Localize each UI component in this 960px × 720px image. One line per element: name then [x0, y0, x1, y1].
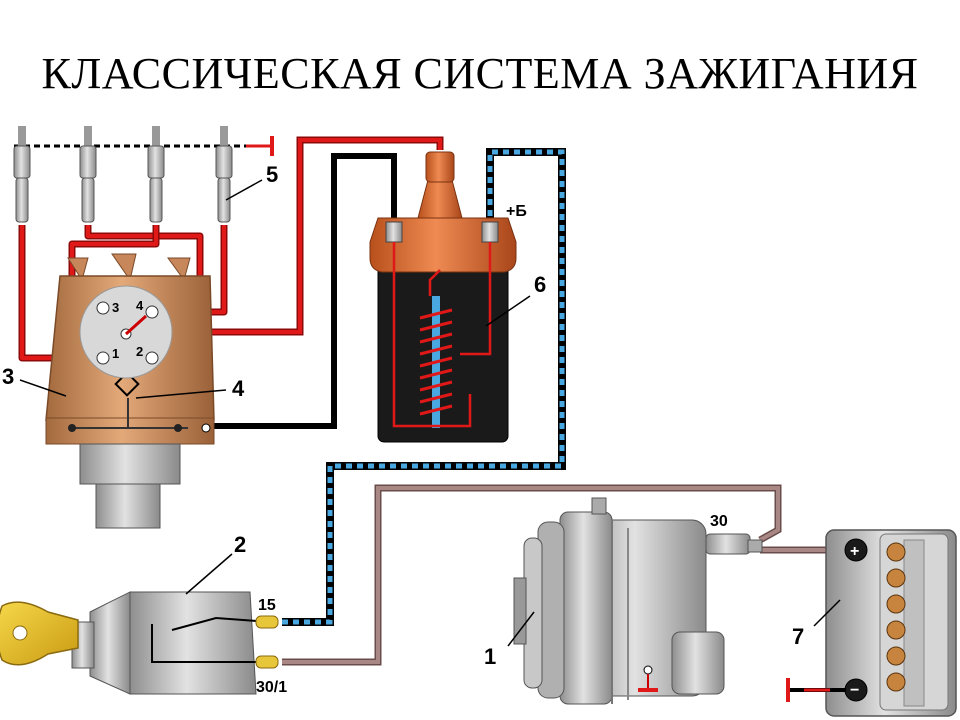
wires	[18, 136, 845, 666]
spark-plug	[13, 126, 31, 223]
distributor-number-2: 2	[136, 344, 143, 359]
spark-plug	[215, 126, 233, 223]
distributor-number-3: 3	[112, 300, 119, 315]
ignition-switch: 2 15 30/1	[0, 532, 287, 696]
label-5: 5	[266, 162, 278, 187]
ignition-coil: +Б 6	[369, 151, 546, 443]
coil-winding	[419, 308, 453, 416]
leader-line-1	[507, 611, 535, 647]
leader-line-4	[135, 389, 227, 399]
distributor-number-1: 1	[112, 346, 119, 361]
page-title: КЛАССИЧЕСКАЯ СИСТЕМА ЗАЖИГАНИЯ	[41, 49, 919, 98]
key	[0, 601, 79, 666]
label-6: 6	[534, 272, 546, 297]
battery-plus-terminal	[844, 538, 868, 562]
distributor-number-4: 4	[136, 298, 144, 313]
leader-line-7	[813, 599, 841, 627]
battery-plus-sign: +	[850, 543, 859, 560]
label-2: 2	[234, 532, 246, 557]
leader-line-5	[225, 179, 263, 201]
switch-terminal-15: 15	[258, 597, 276, 614]
spark-plugs: 5	[13, 126, 278, 223]
wire-switch-coil-15	[282, 149, 565, 625]
battery: + − 7	[786, 529, 957, 717]
coil-terminal-plus: +Б	[506, 203, 527, 220]
label-4: 4	[232, 376, 245, 401]
switch-terminal-30-1: 30/1	[256, 679, 287, 696]
battery-minus-sign: −	[850, 682, 859, 699]
label-7: 7	[792, 624, 804, 649]
cam-rhombus	[114, 371, 140, 397]
wire-coil-breaker	[208, 153, 397, 429]
leader-line-3	[19, 379, 67, 397]
leader-line-6	[485, 295, 531, 327]
generator: 30 1	[484, 497, 763, 705]
battery-cell-caps	[886, 542, 906, 692]
leader-line-2	[185, 553, 233, 595]
generator-terminal-30: 30	[710, 513, 728, 530]
spark-plug	[147, 126, 165, 223]
label-1: 1	[484, 644, 496, 669]
spark-plug	[79, 126, 97, 223]
wire-high-voltage-central	[130, 138, 442, 334]
rotor-arrow	[124, 314, 148, 336]
distributor: 3 4 1 2 3 4	[2, 253, 245, 529]
label-3: 3	[2, 364, 14, 389]
wire-generator-switch-30-1	[282, 486, 780, 664]
